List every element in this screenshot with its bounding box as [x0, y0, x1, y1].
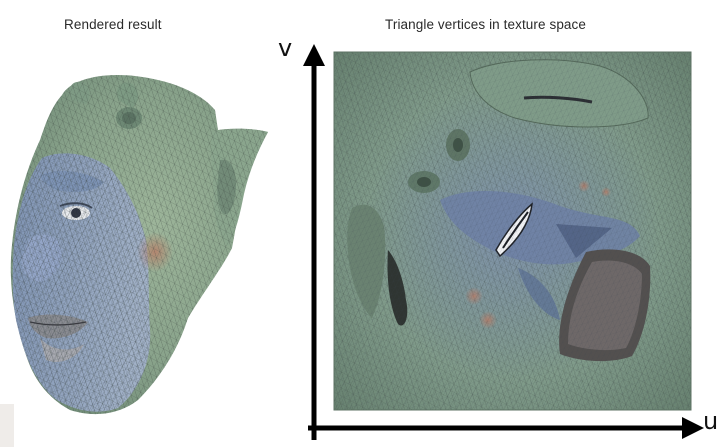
texture-space-image [333, 51, 692, 411]
u-axis-arrowhead [682, 417, 704, 439]
texture-space-caption: Triangle vertices in texture space [385, 17, 586, 32]
uv-axes [303, 44, 704, 440]
rendered-result-caption: Rendered result [64, 17, 162, 32]
u-axis-label: u [703, 407, 719, 435]
ogre-head [10, 74, 269, 415]
v-axis-label: v [278, 34, 293, 62]
v-axis-arrowhead [303, 44, 325, 66]
